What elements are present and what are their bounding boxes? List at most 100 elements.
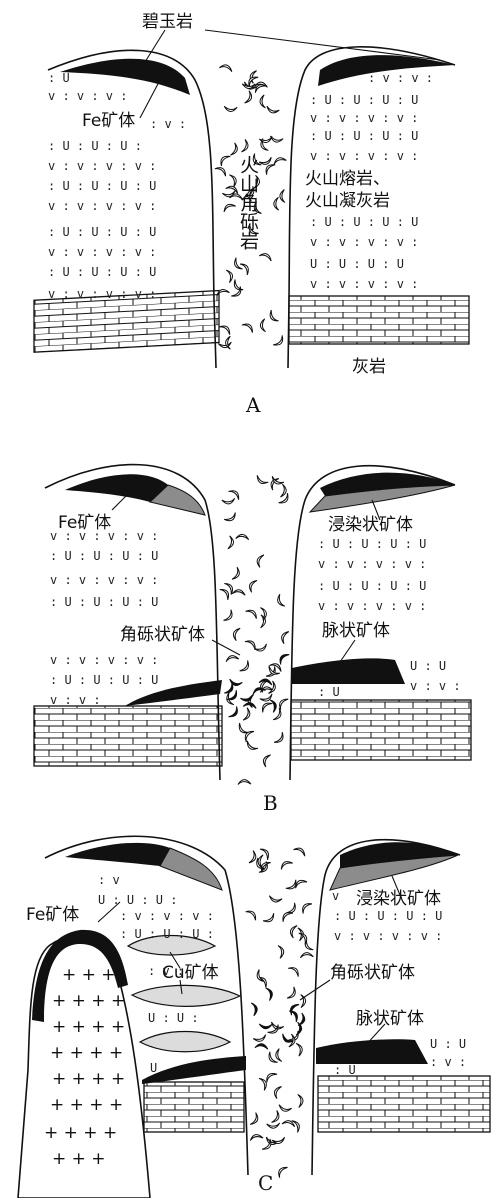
svg-text:+ + + +: + + + + <box>50 1095 123 1115</box>
ore-clast <box>265 987 275 1001</box>
label-volcanic-2: 火山凝灰岩 <box>305 191 390 211</box>
cu-ore-lens-3 <box>140 1032 230 1052</box>
breccia-clast <box>231 279 244 292</box>
breccia-clast <box>244 638 258 650</box>
svg-text:: U : U : U : U: : U : U : U : U <box>48 265 156 279</box>
svg-text:: U : U : U :: : U : U : U : <box>120 927 214 941</box>
breccia-clast <box>272 156 286 166</box>
breccia-clast <box>236 534 249 539</box>
label-vein-b: 脉状矿体 <box>322 621 390 641</box>
breccia-clast <box>288 965 302 977</box>
label-disseminated-c: 浸染状矿体 <box>356 889 441 909</box>
breccia-clast <box>274 732 286 746</box>
panel-label-b: B <box>263 791 278 815</box>
breccia-clast <box>241 321 255 332</box>
leader-serpentinite-left <box>145 30 165 62</box>
svg-text:: U : U : U : U: : U : U : U : U <box>48 179 156 193</box>
limestone-right-a <box>289 296 469 344</box>
tuff-texture-left-a: : U v : v : v : : v : : U : U : U : v : … <box>48 71 186 301</box>
ore-clast <box>269 698 278 712</box>
breccia-clast <box>264 1070 277 1083</box>
svg-text:v : v : v :: v : v : v : <box>48 89 127 103</box>
vein-ore-right-b <box>292 658 405 684</box>
svg-text:v : v : v : v :: v : v : v : v : <box>318 599 426 613</box>
svg-text:: U : U : U : U: : U : U : U : U <box>310 129 418 143</box>
svg-text:: U : U : U :: : U : U : U : <box>48 139 142 153</box>
label-fe-ore-c: Fe矿体 <box>26 905 79 925</box>
svg-text:: v : v : v :: : v : v : v : <box>120 909 214 923</box>
cu-ore-lens-2 <box>132 985 240 1006</box>
svg-text:v : v : v : v :: v : v : v : v : <box>48 199 156 213</box>
breccia-clast <box>250 1112 259 1126</box>
limestone-left-b <box>34 706 222 766</box>
svg-text:v: v <box>332 889 339 903</box>
breccia-clast <box>243 729 254 743</box>
ore-clast <box>259 1023 272 1029</box>
label-volcanic-1: 火山熔岩、 <box>305 169 390 189</box>
breccia-clast <box>278 1105 292 1113</box>
breccia-clast <box>293 846 307 856</box>
breccia-clast <box>274 1049 283 1063</box>
leader-vein-b <box>340 640 355 662</box>
breccia-clast <box>245 908 259 920</box>
svg-text:: U : U : U : U: : U : U : U : U <box>50 549 158 563</box>
breccia-clast <box>249 850 257 864</box>
label-brecciated-c: 角砾状矿体 <box>330 963 415 983</box>
svg-text:v : v : v : v :: v : v : v : v : <box>48 245 156 259</box>
svg-text:+ + +: + + + <box>62 965 116 985</box>
breccia-clast <box>219 64 233 72</box>
svg-text:v : v : v : v :: v : v : v : v : <box>310 235 418 249</box>
svg-text:+ + + +: + + + + <box>50 1043 123 1063</box>
panel-c: + + + + + + + + + + + + + + + + + + + + … <box>18 836 490 1198</box>
breccia-clast <box>277 945 285 959</box>
svg-text:+ + + +: + + + + <box>52 1069 125 1089</box>
panel-label-a: A <box>245 393 261 417</box>
breccia-clast <box>267 310 279 323</box>
breccia-clast <box>240 660 251 674</box>
breccia-clast <box>254 643 268 653</box>
svg-text:: U: : U <box>318 685 340 699</box>
svg-text:v : v : v : v :: v : v : v : v : <box>50 573 158 587</box>
limestone-left-c <box>144 1082 244 1132</box>
breccia-clast <box>253 1034 267 1044</box>
svg-text:: v: : v <box>98 873 120 887</box>
breccia-clast <box>267 1122 281 1129</box>
breccia-clast <box>248 579 257 593</box>
svg-text:v : v : v : v :: v : v : v : v : <box>318 557 426 571</box>
breccia-clast <box>228 488 242 500</box>
breccia-clast <box>276 1164 287 1178</box>
breccia-clast <box>259 606 268 620</box>
panel-label-c: C <box>258 1171 273 1195</box>
disseminated-ore-left-c <box>160 848 222 890</box>
svg-text:U : U: U : U <box>410 659 446 673</box>
breccia-clast <box>222 202 236 213</box>
breccia-clast <box>218 153 230 166</box>
ore-clast <box>277 652 289 666</box>
breccia-clast <box>280 630 289 644</box>
leader-fe-ore-a <box>140 80 160 118</box>
breccia-clast <box>298 931 310 945</box>
breccia-clast <box>279 859 293 870</box>
breccia-clast <box>219 587 232 600</box>
breccia-clast <box>300 952 314 959</box>
svg-text:U : U : U : U: U : U : U : U <box>310 257 404 271</box>
svg-text:+ + + +: + + + + <box>44 1123 117 1143</box>
svg-text:: U : U : U : U: : U : U : U : U <box>318 579 426 593</box>
breccia-clast <box>272 1110 281 1124</box>
breccia-clast <box>256 554 264 568</box>
breccia-clast <box>232 627 240 641</box>
label-cu-ore-c: Cu矿体 <box>162 963 219 983</box>
svg-text:v : v :: v : v : <box>410 679 461 693</box>
ore-clast <box>229 706 240 720</box>
svg-text:: U: : U <box>334 1063 356 1077</box>
label-fe-ore-a: Fe矿体 <box>82 111 135 131</box>
vein-ore-right-c <box>316 1039 428 1064</box>
ore-clast <box>251 686 265 696</box>
svg-text:v : v : v : v :: v : v : v : v : <box>48 159 156 173</box>
breccia-clast <box>259 252 273 261</box>
label-brecciated-b: 角砾状矿体 <box>120 625 205 645</box>
fe-ore-left-b <box>65 474 168 502</box>
svg-text:: U : U : U : U: : U : U : U : U <box>334 909 442 923</box>
breccia-clast <box>245 90 253 104</box>
label-limestone: 灰岩 <box>352 357 386 377</box>
